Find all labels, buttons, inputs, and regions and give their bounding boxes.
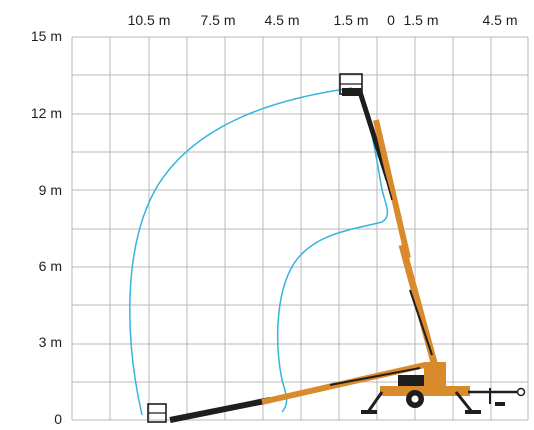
work-basket-icon [147, 403, 167, 423]
y-axis-labels: 0 3 m 6 m 9 m 12 m 15 m [31, 28, 62, 427]
x-tick-label: 1.5 m [333, 12, 368, 28]
raised-boom-cylinder [409, 289, 433, 356]
inner-envelope-line [276, 91, 389, 413]
grid [71, 36, 529, 421]
outrigger-pad-left [361, 410, 377, 414]
lower-boom-orange-section [261, 362, 426, 405]
trailer-chassis-icon [361, 362, 526, 414]
y-tick-label: 3 m [39, 334, 62, 350]
x-tick-label: 4.5 m [482, 12, 517, 28]
chassis-wheel-hub [411, 395, 419, 403]
outrigger-right [454, 391, 474, 413]
y-tick-label: 9 m [39, 182, 62, 198]
lower-boom-dark-section [169, 397, 271, 423]
raised-basket-floor [342, 88, 362, 96]
x-tick-label: 1.5 m [403, 12, 438, 28]
x-tick-label: 10.5 m [128, 12, 171, 28]
y-tick-label: 0 [54, 411, 62, 425]
x-tick-label: 7.5 m [200, 12, 235, 28]
y-tick-label: 6 m [39, 258, 62, 274]
lower-boom-cylinder [329, 367, 421, 386]
x-axis-labels: 10.5 m 7.5 m 4.5 m 1.5 m 0 1.5 m 4.5 m [128, 12, 518, 28]
chassis-turret [424, 362, 446, 388]
tow-hitch [516, 387, 526, 397]
outrigger-left [366, 391, 384, 413]
raised-boom-middle-section [373, 119, 411, 259]
y-tick-label: 12 m [31, 105, 62, 121]
x-tick-label: 4.5 m [264, 12, 299, 28]
raised-boom [357, 91, 440, 371]
chassis-base [380, 386, 470, 396]
ground-anchor-pad [495, 402, 505, 406]
outrigger-pad-right [465, 410, 481, 414]
outer-envelope-line [129, 87, 353, 416]
working-envelope-curve [129, 87, 389, 416]
x-tick-label: 0 [387, 12, 395, 28]
y-tick-label: 15 m [31, 28, 62, 44]
lowered-boom [169, 362, 426, 423]
work-basket-icon [339, 73, 363, 96]
raised-boom-rod [363, 99, 393, 201]
